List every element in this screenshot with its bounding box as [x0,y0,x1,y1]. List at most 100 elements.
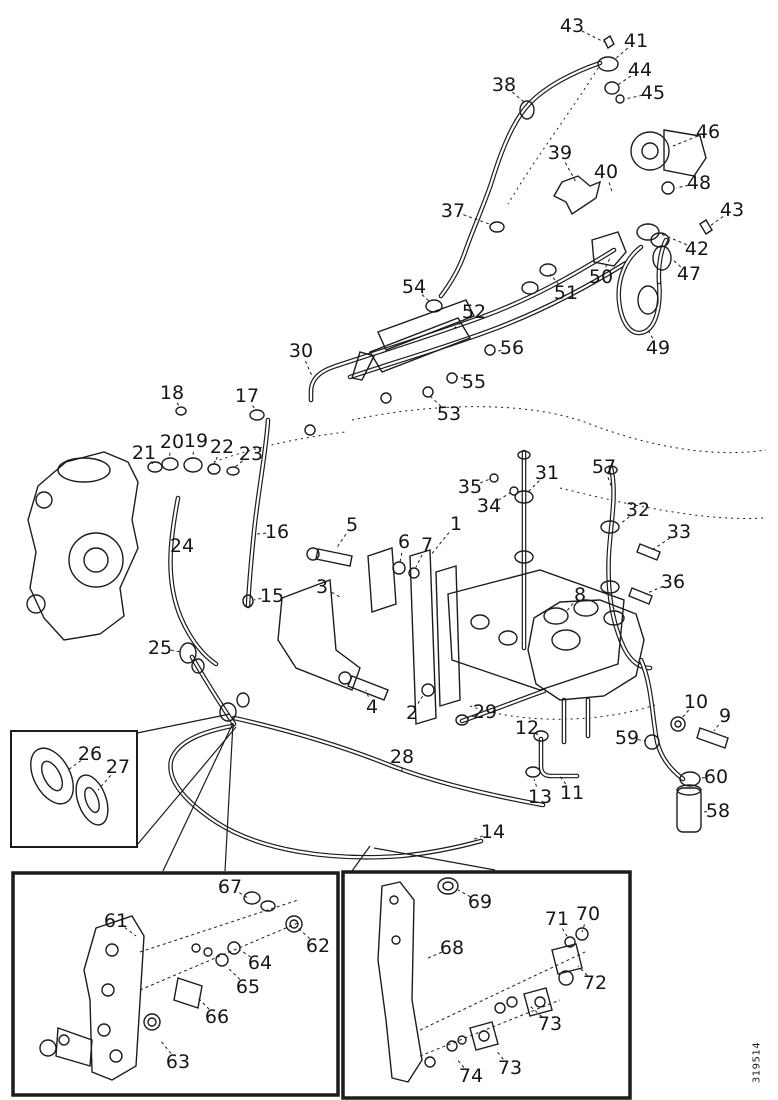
callout-50: 50 [589,266,613,288]
part-shape [351,351,376,381]
bracket-68-part [558,970,574,986]
inset-pointer-line [351,845,371,872]
part-shape [409,549,437,725]
callout-leader-7 [415,554,423,568]
callout-leader-34 [498,492,511,501]
chassis-reference-line [507,67,599,205]
callout-leader-56 [493,349,502,353]
callout-8: 8 [574,584,586,606]
part-shape [306,547,320,561]
part-shape [425,299,443,313]
callout-leader-61 [124,927,137,937]
bracket-61-part [58,1034,70,1046]
callout-leader-49 [647,329,654,339]
callout-leader-50 [605,257,611,268]
callout-37: 37 [441,200,465,222]
callout-leader-51 [549,273,560,285]
callout-23: 23 [239,443,263,465]
part-shape [636,543,661,561]
callout-20: 20 [160,431,184,453]
callout-leader-43 [709,216,724,227]
callout-36: 36 [661,571,685,593]
part-shape [435,565,461,707]
bracket-61-part [101,983,115,997]
callout-leader-35 [480,478,491,484]
callout-4: 4 [366,696,378,718]
bracket-61-part [83,915,145,1081]
bracket-68-part [523,987,553,1017]
callout-leader-9 [713,724,719,732]
part-shape [604,465,618,475]
bracket-68-part [457,1035,467,1045]
part-shape [446,372,458,384]
part-shape [636,223,660,241]
bracket-68-part [469,1021,499,1051]
part-shape [179,642,197,664]
part-shape [207,463,221,475]
part-shape [525,766,541,778]
inset-pointer-line [136,726,237,846]
callout-51: 51 [554,282,578,304]
callout-leader-5 [335,533,347,550]
bracket-61-part [191,943,201,953]
callout-leader-47 [671,258,682,268]
bracket-61-part [173,977,203,1009]
callout-44: 44 [628,59,652,81]
callout-18: 18 [160,382,184,404]
callout-14: 14 [481,821,505,843]
callout-31: 31 [535,462,559,484]
part-shape [519,100,535,120]
part-shape [509,486,519,496]
callout-71: 71 [545,908,569,930]
part-shape [338,671,352,685]
part-shape [377,299,475,351]
part-shape [249,409,265,421]
part-shape [422,386,434,398]
callout-leader-29 [467,715,475,719]
part-shape [35,491,53,509]
callout-9: 9 [719,705,731,727]
part-shape [533,730,549,742]
inset-box-right-bracket [341,870,632,1100]
callout-leader-73 [529,1005,543,1018]
part-shape [161,457,179,471]
callout-leader-11 [559,775,567,785]
part-shape [489,221,505,233]
part-shape [676,784,702,796]
part-shape [219,702,237,722]
bracket-61-part [243,891,261,905]
bracket-61-part [109,1049,123,1063]
inset-box-left-bracket [11,871,340,1097]
hose-tube-highlight [439,61,602,298]
callout-25: 25 [148,637,172,659]
callout-39: 39 [548,142,572,164]
bracket-61-part [203,947,213,957]
part-shape [380,392,392,404]
inset-pointer-line [162,722,234,872]
callout-2: 2 [406,702,418,724]
bracket-68-part [391,935,401,945]
callout-53: 53 [437,403,461,425]
callout-70: 70 [576,903,600,925]
callout-58: 58 [706,800,730,822]
bracket-61-part [143,1013,161,1031]
callout-leader-21 [150,461,154,465]
callout-leader-65 [227,967,241,980]
callout-leader-23 [234,460,243,468]
callout-22: 22 [210,436,234,458]
callout-73: 73 [498,1057,522,1079]
hose-tube-highlight [246,418,270,608]
callout-leader-39 [564,162,577,183]
callout-leader-72 [577,965,588,976]
part-shape [408,567,420,579]
hose-tube-highlight [169,724,483,859]
callout-3: 3 [316,576,328,598]
callout-leader-1 [429,532,450,557]
part-shape [68,532,124,588]
callout-26: 26 [78,743,102,765]
part-shape [615,94,625,104]
callout-33: 33 [667,521,691,543]
callout-59: 59 [615,727,639,749]
